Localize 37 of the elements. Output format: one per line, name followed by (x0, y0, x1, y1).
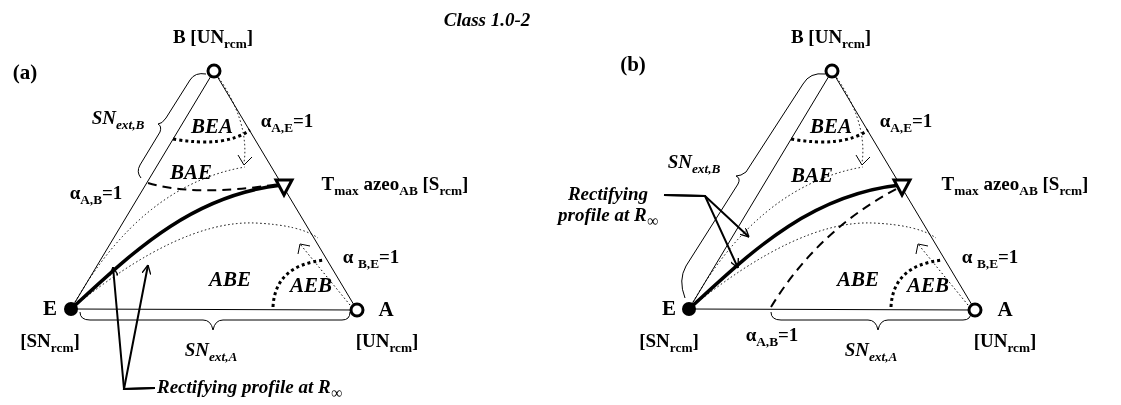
brace-label: SN$_{ext,B}$ (667, 151, 721, 177)
vertex-label: [UN$_{rcm}$] (973, 330, 1037, 356)
figure-title: Class 1.0-2 (443, 9, 531, 31)
azeotrope-label: T$_{max}$ azeo$_{AB}$ [S$_{rcm}$] (321, 173, 469, 199)
region-label: BAE (170, 161, 212, 185)
callout-text: Rectifying profile at R$_{∞}$ (552, 184, 664, 230)
vertex-label: E (662, 297, 676, 321)
boundary-label: α $_{B,E}$=1 (961, 246, 1019, 272)
callout-text: Rectifying profile at R$_{∞}$ (157, 377, 342, 402)
vertex-label: [UN$_{rcm}$] (355, 330, 419, 356)
leader-line (663, 194, 739, 269)
leader-line (122, 264, 156, 391)
region-label: AEB (290, 274, 332, 298)
vertex-label: A (378, 298, 394, 322)
azeotrope-label: T$_{max}$ azeo$_{AB}$ [S$_{rcm}$] (941, 173, 1089, 199)
boundary-label: α$_{A,E}$=1 (879, 110, 933, 136)
region-label: ABE (837, 268, 879, 292)
vertex-label: B [UN$_{rcm}$] (790, 26, 872, 52)
region-label: BEA (191, 115, 233, 139)
region-label: BEA (810, 115, 852, 139)
vertex-label: A (997, 298, 1013, 322)
boundary-label: α$_{A,B}$=1 (745, 324, 799, 350)
vertex-label: [SN$_{rcm}$] (20, 330, 80, 356)
panel-label: (a) (12, 61, 38, 85)
vertex-label: [SN$_{rcm}$] (639, 330, 699, 356)
region-label: BAE (791, 164, 833, 188)
boundary-label: α $_{B,E}$=1 (342, 246, 400, 272)
vertex-label: B [UN$_{rcm}$] (172, 26, 254, 52)
boundary-label: α$_{A,E}$=1 (260, 110, 314, 136)
brace-label: SN$_{ext,A}$ (184, 339, 238, 365)
boundary-label: α$_{A,B}$=1 (69, 182, 123, 208)
brace-label: SN$_{ext,B}$ (91, 107, 145, 133)
brace-label: SN$_{ext,A}$ (844, 339, 898, 365)
region-label: ABE (209, 268, 251, 292)
region-label: AEB (907, 274, 949, 298)
vertex-label: E (43, 297, 57, 321)
panel-label: (b) (620, 53, 646, 77)
